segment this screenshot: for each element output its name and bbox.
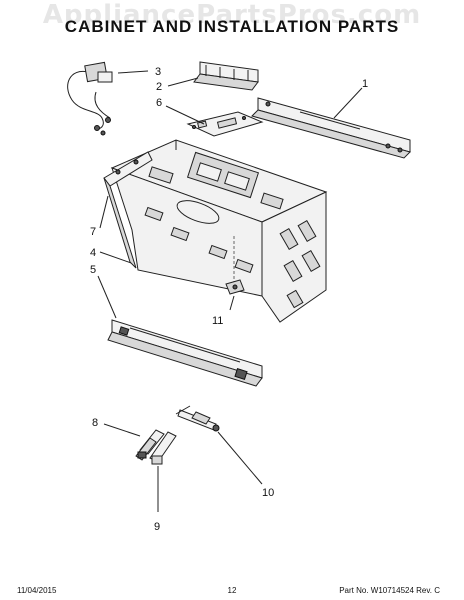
part-3-wire-harness[interactable] [67,61,113,136]
callout-2: 2 [156,81,162,93]
callout-5: 5 [90,264,96,276]
part-9-latch-bracket[interactable] [149,431,177,465]
callout-1: 1 [362,78,368,90]
footer-page-number: 12 [227,586,237,595]
part-7-side-panel[interactable] [103,151,153,269]
part-10-switch[interactable] [175,405,220,432]
part-5-front-rail[interactable] [107,319,263,387]
callout-11: 11 [212,315,223,327]
callout-7: 7 [90,226,96,238]
page-title: CABINET AND INSTALLATION PARTS [64,17,400,36]
footer-part-info: Part No. W10714524 Rev. C [339,586,440,595]
part-1-mounting-rail[interactable] [251,97,411,159]
part-6-bracket-plate[interactable] [186,111,264,137]
part-8-latch[interactable] [135,429,165,461]
callout-10: 10 [262,487,274,499]
callout-8: 8 [92,417,98,429]
part-11-clip[interactable] [225,279,245,295]
watermark-logo: AppliancePartsPros.com [42,0,422,30]
callout-3: 3 [155,66,161,78]
part-4-cabinet[interactable] [110,139,328,323]
callout-4: 4 [90,247,96,259]
footer-date: 11/04/2015 [17,586,57,595]
callout-6: 6 [156,97,162,109]
part-2-grille[interactable] [193,61,259,91]
callout-9: 9 [154,521,160,533]
